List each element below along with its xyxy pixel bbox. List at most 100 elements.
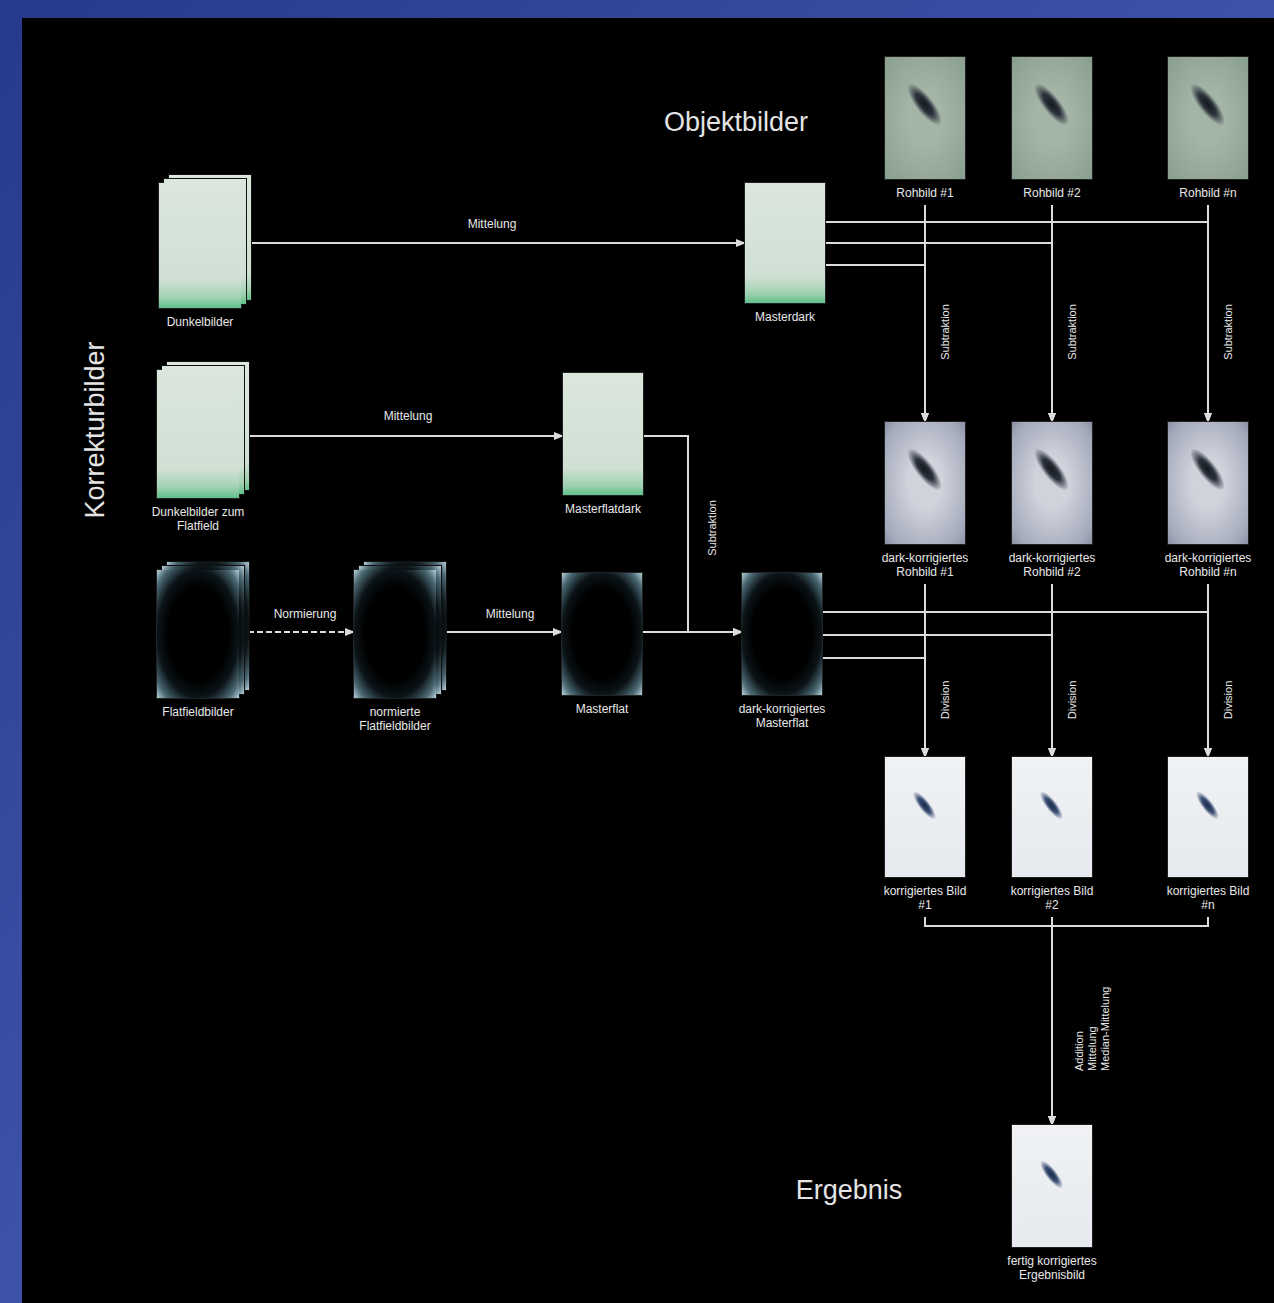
node-caption: korrigiertes Bild #n — [1162, 884, 1254, 912]
edge-label: Division — [1065, 679, 1079, 722]
frame-image — [562, 573, 642, 695]
frame-image — [742, 573, 822, 695]
edge-label: Addition Mittelung Median-Mittelung — [1073, 979, 1112, 1073]
edge-label: Division — [1221, 679, 1235, 722]
flow-arrow — [925, 917, 1052, 1125]
flow-arrow — [1207, 205, 1209, 422]
image-node: Dunkelbilder zum Flatfield — [151, 370, 245, 533]
edge-label: Mittelung — [466, 217, 519, 231]
frame-image — [1012, 1125, 1092, 1247]
node-caption: Rohbild #2 — [997, 186, 1107, 200]
node-caption: Rohbild #n — [1153, 186, 1263, 200]
node-caption: Masterflat — [547, 702, 657, 716]
flow-arrow — [643, 436, 742, 632]
galaxy-image — [1193, 788, 1223, 822]
frame-thumbnail — [1168, 57, 1248, 179]
frame-image — [885, 757, 965, 877]
galaxy-image — [1037, 1157, 1067, 1191]
flow-arrow — [1051, 584, 1053, 757]
flow-arrow — [825, 243, 1052, 422]
node-caption: dark-korrigiertes Rohbild #1 — [875, 551, 975, 579]
frame-image — [885, 422, 965, 544]
image-node: korrigiertes Bild #1 — [879, 757, 971, 912]
node-caption: korrigiertes Bild #2 — [1006, 884, 1098, 912]
flow-arrow — [924, 584, 926, 757]
node-caption: dark-korrigiertes Rohbild #2 — [1002, 551, 1102, 579]
galaxy-image — [902, 79, 947, 130]
image-node: Masterflat — [547, 573, 657, 716]
flow-arrow — [822, 635, 1052, 757]
frame-thumbnail — [885, 757, 965, 877]
image-node: Flatfieldbilder — [143, 570, 253, 719]
image-node: Masterdark — [730, 183, 840, 324]
galaxy-image — [910, 788, 940, 822]
node-caption: korrigiertes Bild #1 — [879, 884, 971, 912]
frame-thumbnail — [562, 573, 642, 695]
edge-label: Subtraktion — [938, 302, 952, 362]
flow-arrow — [822, 612, 1208, 757]
frame-image — [157, 370, 239, 498]
frame-image — [885, 57, 965, 179]
frame-image — [1012, 757, 1092, 877]
frame-image — [1168, 422, 1248, 544]
flow-arrow — [825, 222, 1208, 422]
frame-thumbnail — [1168, 422, 1248, 544]
edge-label: Subtraktion — [1065, 302, 1079, 362]
image-node: dark-korrigiertes Masterflat — [732, 573, 832, 730]
flow-arrow — [436, 631, 562, 633]
frame-thumbnail — [1012, 57, 1092, 179]
frame-thumbnail — [1012, 757, 1092, 877]
frame-image — [745, 183, 825, 303]
frame-thumbnail — [745, 183, 825, 303]
node-caption: Flatfieldbilder — [143, 705, 253, 719]
flow-arrow — [239, 435, 563, 437]
edge-label: Subtraktion — [1221, 302, 1235, 362]
frame-image — [1168, 757, 1248, 877]
frame-image — [1168, 57, 1248, 179]
galaxy-image — [1185, 79, 1230, 130]
node-caption: Dunkelbilder zum Flatfield — [151, 505, 245, 533]
frame-image — [1012, 57, 1092, 179]
edge-label: Normierung — [272, 607, 339, 621]
section-heading: Objektbilder — [664, 106, 808, 138]
image-node: dark-korrigiertes Rohbild #n — [1158, 422, 1258, 579]
frame-thumbnail — [1012, 1125, 1092, 1247]
edge-label: Mittelung — [382, 409, 435, 423]
node-caption: dark-korrigiertes Masterflat — [732, 702, 832, 730]
galaxy-image — [1185, 444, 1230, 495]
flow-arrow — [1207, 584, 1209, 757]
flow-arrow — [1052, 917, 1208, 1125]
section-heading: Korrekturbilder — [79, 341, 111, 518]
node-caption: Dunkelbilder — [145, 315, 255, 329]
image-node: Masterflatdark — [548, 373, 658, 516]
frame-thumbnail — [1012, 422, 1092, 544]
flow-arrow — [924, 205, 926, 422]
image-node: fertig korrigiertes Ergebnisbild — [1002, 1125, 1102, 1282]
galaxy-image — [1029, 444, 1074, 495]
frame-thumbnail — [157, 370, 239, 498]
frame-image — [159, 183, 241, 308]
frame-thumbnail — [157, 570, 239, 698]
image-node: dark-korrigiertes Rohbild #2 — [1002, 422, 1102, 579]
flow-arrow — [1051, 205, 1053, 422]
frame-thumbnail — [742, 573, 822, 695]
node-caption: Masterdark — [730, 310, 840, 324]
node-caption: normierte Flatfieldbilder — [348, 705, 443, 733]
node-caption: fertig korrigiertes Ergebnisbild — [1002, 1254, 1102, 1282]
node-caption: Masterflatdark — [548, 502, 658, 516]
image-node: Rohbild #2 — [997, 57, 1107, 200]
frame-thumbnail — [1168, 757, 1248, 877]
edge-label: Subtraktion — [705, 498, 719, 558]
image-node: normierte Flatfieldbilder — [348, 570, 443, 733]
frame-thumbnail — [885, 422, 965, 544]
frame-thumbnail — [885, 57, 965, 179]
frame-thumbnail — [354, 570, 436, 698]
image-node: Dunkelbilder — [145, 183, 255, 329]
edge-label: Division — [938, 679, 952, 722]
node-caption: Rohbild #1 — [870, 186, 980, 200]
frame-image — [354, 570, 436, 698]
section-heading: Ergebnis — [796, 1174, 903, 1206]
edge-label: Mittelung — [484, 607, 537, 621]
galaxy-image — [1037, 788, 1067, 822]
